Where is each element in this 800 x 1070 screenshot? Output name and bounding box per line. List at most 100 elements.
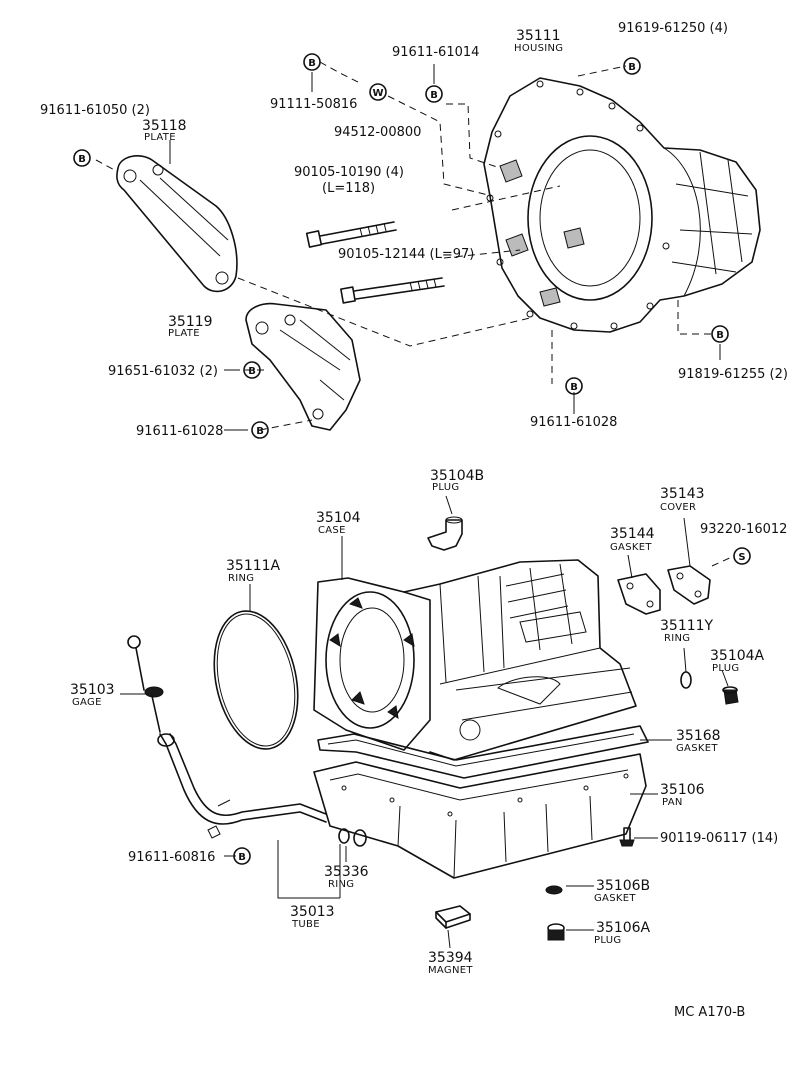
housing-35111[interactable] [483,77,761,333]
label-35013-number: 35013 [290,904,335,920]
label-35111-name: HOUSING [514,43,563,54]
label-91611-60816: 91611-60816 [128,850,215,865]
label-35013-name: TUBE [291,919,320,930]
label-35394-number: 35394 [428,950,473,966]
label-35336-number: 35336 [324,864,369,880]
label-35168-name: GASKET [676,743,718,754]
svg-text:W: W [372,88,383,99]
label-90105-12144: 90105-12144 (L=97) [338,247,474,262]
footer-code: MC A170-B [674,1005,745,1020]
label-35111a-number: 35111A [226,558,281,574]
label-91611-61028-lower: 91611-61028 [136,424,223,439]
label-94512-00800: 94512-00800 [334,125,421,140]
label-35106-name: PAN [662,797,683,808]
svg-text:B: B [628,62,636,73]
case-35104[interactable] [313,559,637,761]
label-35143-name: COVER [660,502,696,513]
label-35111-number: 35111 [516,28,561,44]
svg-text:B: B [430,90,438,101]
upper-leader-lines [169,64,721,431]
ring-35336[interactable] [338,828,367,847]
svg-text:B: B [256,426,264,437]
label-35144-name: GASKET [610,542,652,553]
label-35106a-name: PLUG [594,935,621,946]
housing-bolt-holes [486,80,670,330]
label-35106-number: 35106 [660,782,705,798]
magnet-35394[interactable] [435,905,471,929]
label-35104-number: 35104 [316,510,361,526]
label-35106b-number: 35106B [596,878,650,894]
badge-b-91651-61032: B [243,361,261,379]
label-35118-name: PLATE [144,132,176,143]
plug-35106a[interactable] [547,923,565,941]
svg-text:B: B [570,382,578,393]
svg-text:B: B [248,366,256,377]
label-35336-name: RING [328,879,354,890]
label-35103-number: 35103 [70,682,115,698]
badge-s-93220-16012: S [733,547,751,565]
label-35144-number: 35144 [610,526,655,542]
badge-b-91611-60816: B [233,847,251,865]
badge-b-91111-50816: B [303,53,321,71]
badge-b-91611-61028-upper: B [565,377,583,395]
badge-w-94512-00800: W [369,83,387,101]
svg-text:B: B [308,58,316,69]
label-35394-name: MAGNET [428,965,473,976]
label-90105-10190-length: (L=118) [322,181,375,196]
gage-35103[interactable] [127,635,164,733]
plug-35104b[interactable] [427,516,463,551]
badge-b-91819-61255: B [711,325,729,343]
tube-35013[interactable] [157,733,327,839]
label-90105-10190: 90105-10190 (4) [294,165,404,180]
labels: 91619-61250 (4) 35111 HOUSING 91611-6101… [40,21,788,1020]
label-35104b-name: PLUG [432,482,459,493]
bolt-90105-10190[interactable] [305,221,397,248]
label-35111a-name: RING [228,573,254,584]
label-35106b-name: GASKET [594,893,636,904]
gasket-35168[interactable] [317,725,649,779]
ring-35111a[interactable] [202,603,309,757]
label-35143-number: 35143 [660,486,705,502]
label-91111-50816: 91111-50816 [270,97,357,112]
badge-b-91611-61028-lower: B [251,421,269,439]
plug-35104a[interactable] [722,686,739,705]
label-91611-61028-upper: 91611-61028 [530,415,617,430]
svg-text:B: B [238,852,246,863]
lower-leader-lines [120,495,735,949]
label-35104b-number: 35104B [430,468,484,484]
svg-text:B: B [716,330,724,341]
label-35103-name: GAGE [72,697,102,708]
label-35104a-name: PLUG [712,663,739,674]
cover-35143[interactable] [667,565,711,605]
label-35119-name: PLATE [168,328,200,339]
pan-35106[interactable] [313,753,647,879]
label-35119-number: 35119 [168,314,213,330]
label-91619-61250: 91619-61250 (4) [618,21,728,36]
label-35111y-name: RING [664,633,690,644]
svg-text:B: B [78,154,86,165]
label-35111y-number: 35111Y [660,618,714,634]
bolt-90105-12144[interactable] [340,277,445,304]
label-90119-06117: 90119-06117 (14) [660,831,778,846]
bolt-90119-06117[interactable] [619,827,635,847]
badge-b-91611-61014: B [425,85,443,103]
label-93220-16012: 93220-16012 [700,522,787,537]
label-35104a-number: 35104A [710,648,765,664]
label-35106a-number: 35106A [596,920,651,936]
label-35118-number: 35118 [142,118,187,134]
ring-35111y[interactable] [680,671,692,689]
badge-b-91619-61250: B [623,57,641,75]
label-35168-number: 35168 [676,728,721,744]
label-91651-61032: 91651-61032 (2) [108,364,218,379]
label-91819-61255: 91819-61255 (2) [678,367,788,382]
gasket-35106b[interactable] [545,885,563,895]
plate-35118[interactable] [116,155,238,293]
badge-b-91611-61050: B [73,149,91,167]
gasket-35144[interactable] [617,573,661,615]
upper-alignment-lines [95,61,712,431]
label-35104-name: CASE [318,525,346,536]
svg-text:S: S [738,552,745,563]
label-91611-61014: 91611-61014 [392,45,479,60]
plate-35119[interactable] [245,302,361,431]
